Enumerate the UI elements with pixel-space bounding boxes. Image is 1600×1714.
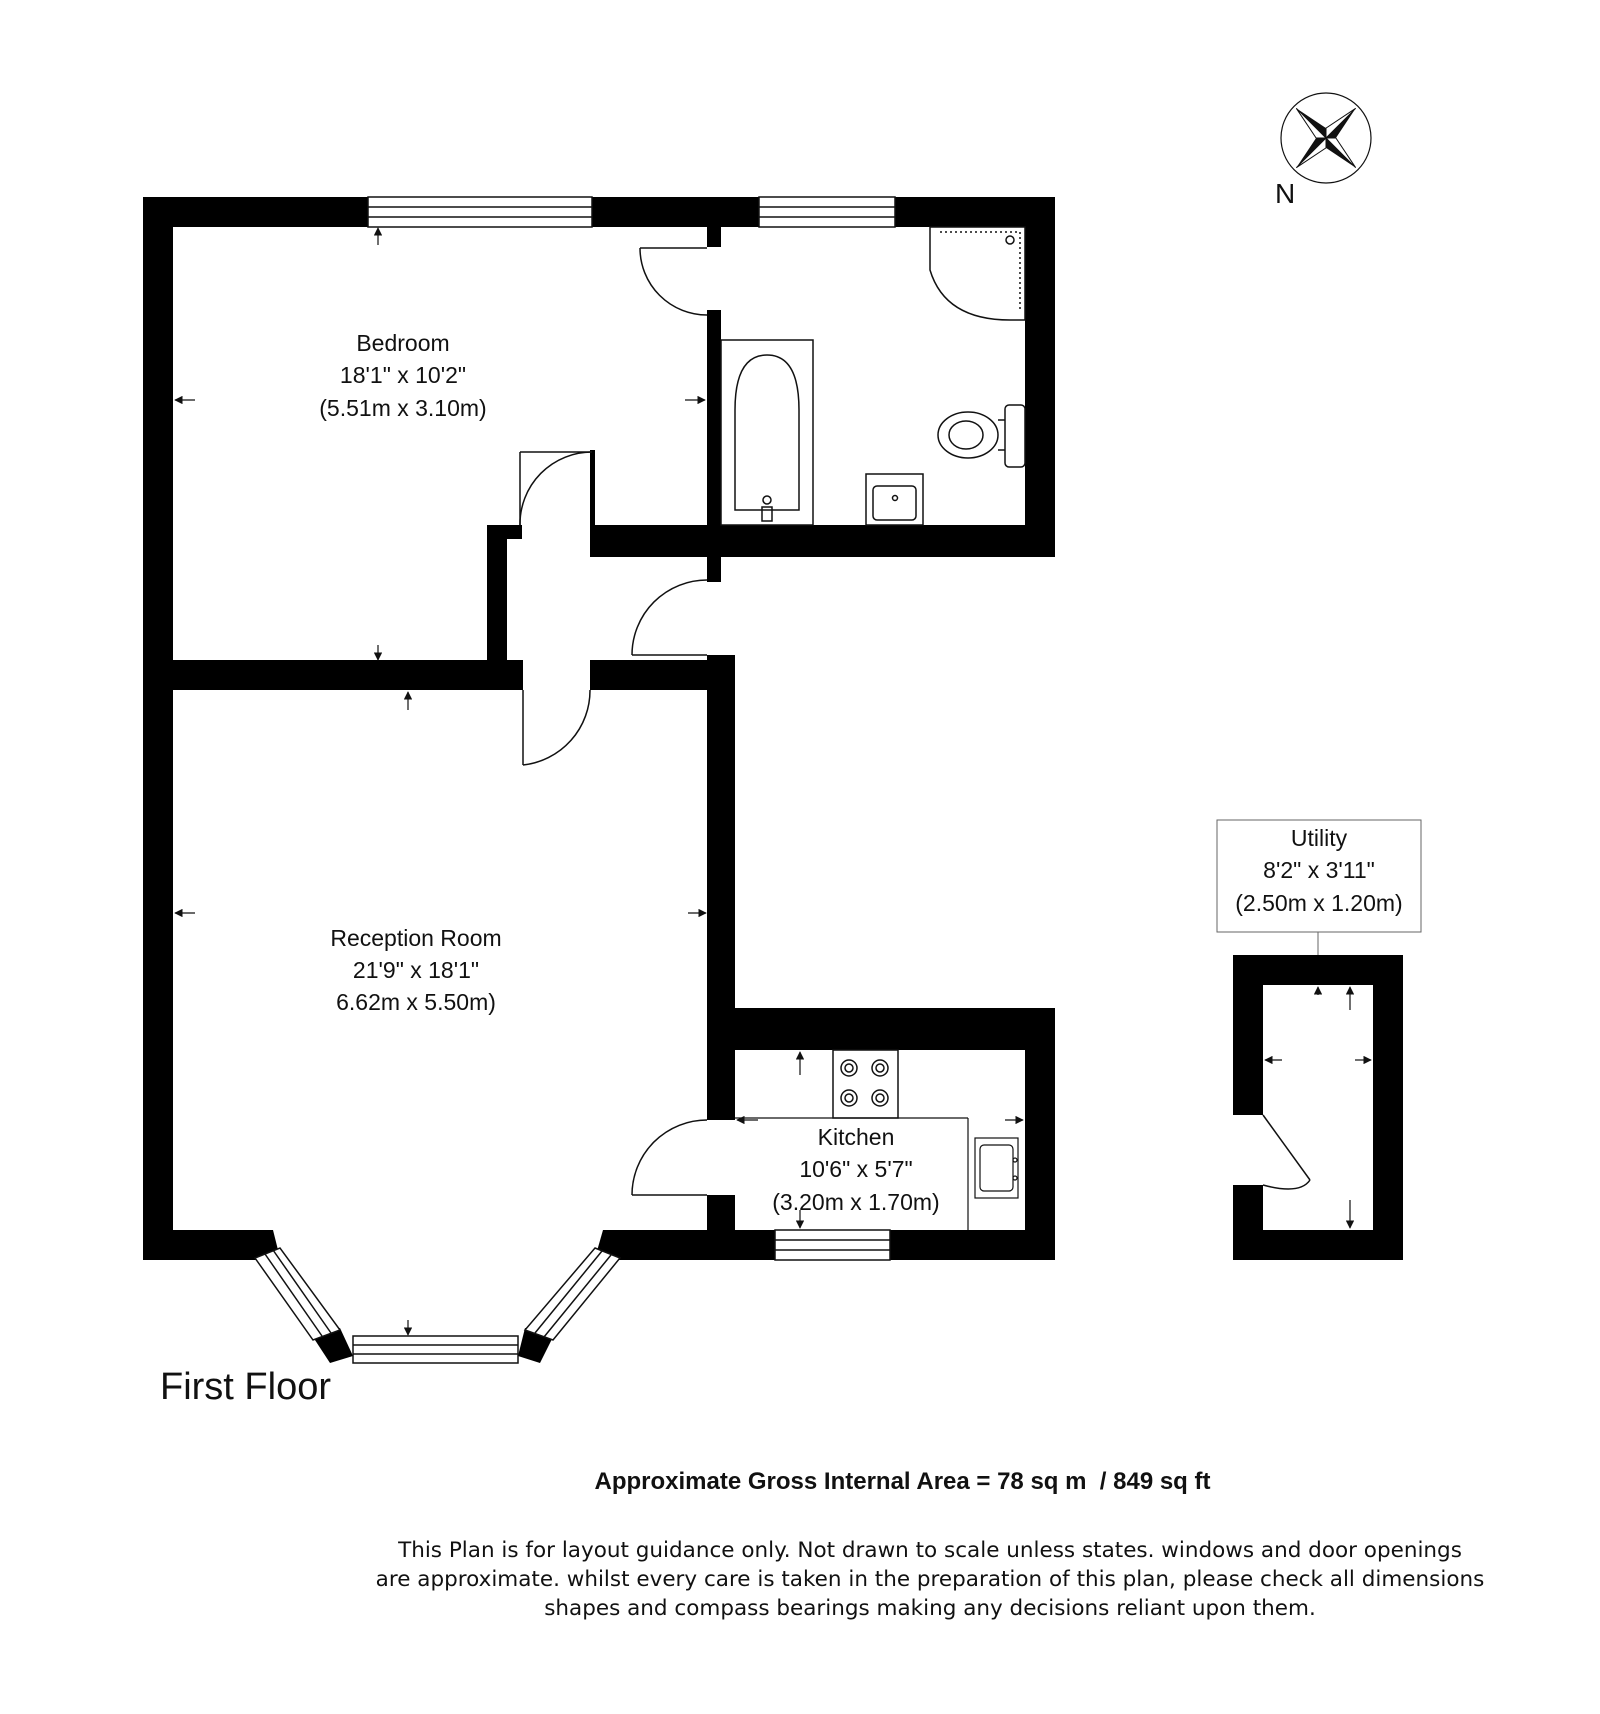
bedroom-metric: (5.51m x 3.10m) (319, 395, 486, 421)
walls (143, 197, 1055, 1363)
room-label-bedroom: Bedroom 18'1" x 10'2" (5.51m x 3.10m) (319, 330, 486, 421)
utility-imperial: 8'2" x 3'11" (1263, 857, 1375, 883)
utility-walls (1233, 955, 1403, 1260)
kitchen-imperial: 10'6" x 5'7" (799, 1156, 912, 1182)
floor-plan: Bedroom 18'1" x 10'2" (5.51m x 3.10m) Re… (143, 92, 1422, 1364)
disclaimer: This Plan is for layout guidance only. N… (330, 1536, 1530, 1623)
compass-north-label: N (1275, 178, 1295, 209)
utility-label-box (1216, 819, 1422, 955)
reception-name: Reception Room (330, 925, 501, 951)
hob (832, 1049, 899, 1119)
dimension-arrows (174, 227, 1372, 1336)
disclaimer-line: This Plan is for layout guidance only. N… (398, 1538, 1462, 1563)
toilet (937, 404, 1026, 468)
windows (253, 196, 896, 1364)
reception-metric: 6.62m x 5.50m) (336, 989, 496, 1015)
room-label-kitchen: Kitchen 10'6" x 5'7" (3.20m x 1.70m) (772, 1124, 939, 1215)
shower-tray (929, 226, 1026, 321)
kitchen-name: Kitchen (818, 1124, 895, 1150)
floor-label: First Floor (160, 1366, 331, 1408)
compass-icon (1280, 92, 1372, 184)
doors (519, 247, 1311, 1196)
utility-name: Utility (1291, 825, 1348, 851)
disclaimer-line: shapes and compass bearings making any d… (544, 1596, 1316, 1621)
gross-internal-area: Approximate Gross Internal Area = 78 sq … (594, 1468, 1211, 1495)
bedroom-name: Bedroom (356, 330, 449, 356)
room-label-utility: Utility 8'2" x 3'11" (2.50m x 1.20m) (1235, 825, 1402, 916)
bath (720, 339, 814, 526)
disclaimer-line: are approximate. whilst every care is ta… (375, 1567, 1485, 1592)
reception-imperial: 21'9" x 18'1" (353, 957, 479, 983)
basin-bathroom (865, 473, 924, 526)
kitchen-metric: (3.20m x 1.70m) (772, 1189, 939, 1215)
utility-metric: (2.50m x 1.20m) (1235, 890, 1402, 916)
bedroom-imperial: 18'1" x 10'2" (340, 362, 466, 388)
kitchen-worktop (735, 1117, 1019, 1230)
room-label-reception: Reception Room 21'9" x 18'1" 6.62m x 5.5… (330, 925, 501, 1015)
